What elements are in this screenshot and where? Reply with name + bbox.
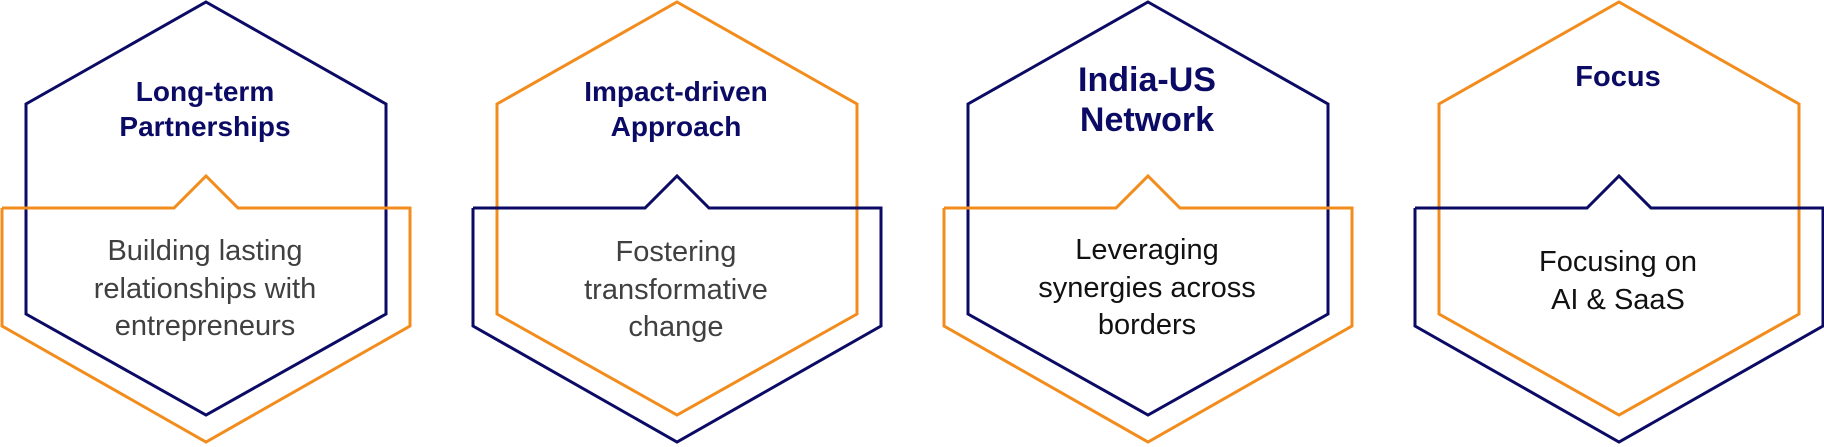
card-title: Focus bbox=[1575, 61, 1661, 93]
hexagon-frame-graphic bbox=[0, 0, 412, 444]
card-india-us-network: India-US Network Leveraging synergies ac… bbox=[942, 0, 1362, 447]
hexagon-frame-graphic bbox=[1413, 0, 1824, 444]
card-title: India-US Network bbox=[1078, 61, 1216, 140]
hexagon-frame-graphic bbox=[942, 0, 1354, 444]
chevron-base-outline bbox=[1413, 173, 1824, 444]
chevron-base-outline bbox=[0, 173, 412, 444]
card-description: Building lasting relationships with entr… bbox=[93, 235, 317, 343]
hexagon-outline bbox=[966, 0, 1330, 417]
card-long-term-partnerships: Long-term Partnerships Building lasting … bbox=[0, 0, 420, 447]
card-impact-driven-approach: Impact-driven Approach Fostering transfo… bbox=[471, 0, 891, 447]
chevron-base-outline bbox=[942, 173, 1354, 444]
card-title: Long-term Partnerships bbox=[119, 76, 291, 142]
hexagon-outline bbox=[24, 0, 388, 417]
chevron-base-outline bbox=[471, 173, 883, 444]
card-description: Fostering transformative change bbox=[584, 236, 768, 344]
hexagon-outline bbox=[495, 0, 859, 417]
hexagon-outline bbox=[1437, 0, 1801, 417]
card-description: Focusing on AI & SaaS bbox=[1539, 246, 1697, 316]
card-description: Leveraging synergies across borders bbox=[1038, 234, 1256, 342]
card-focus: Focus Focusing on AI & SaaS bbox=[1413, 0, 1824, 447]
card-title: Impact-driven Approach bbox=[584, 76, 768, 142]
hexagon-frame-graphic bbox=[471, 0, 883, 444]
